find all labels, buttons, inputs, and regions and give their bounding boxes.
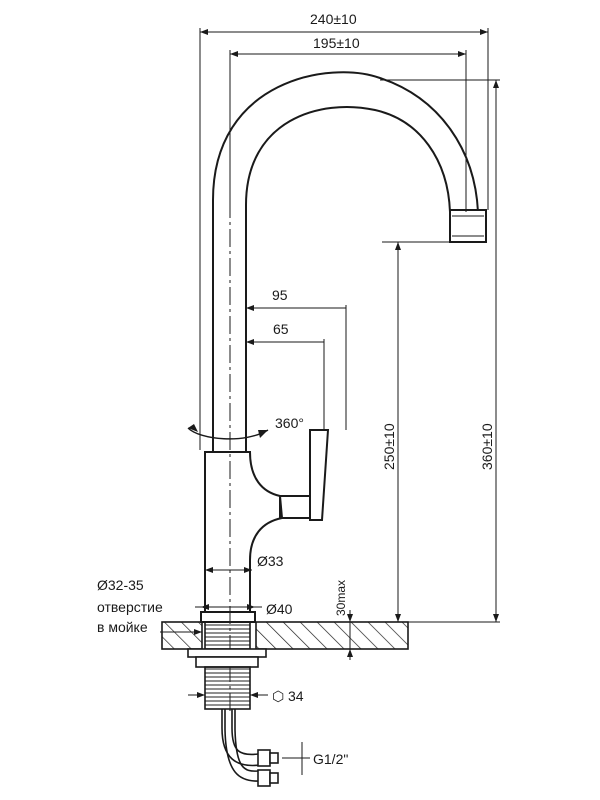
dim-mount-thickness: 30max bbox=[334, 580, 348, 616]
dim-nut-size: 34 bbox=[288, 688, 304, 704]
dim-overall-width: 240±10 bbox=[310, 11, 357, 27]
hose-fitting-lower bbox=[257, 769, 271, 787]
spout-inner-contour bbox=[245, 106, 451, 452]
dimension-lines bbox=[160, 28, 500, 775]
dim-lever-95: 95 bbox=[272, 287, 288, 303]
dim-body-diameter: Ø33 bbox=[257, 553, 284, 569]
faucet-outline bbox=[200, 71, 487, 623]
dimension-arrows bbox=[194, 29, 499, 698]
hole-label-line2: в мойке bbox=[97, 619, 148, 635]
base-ring bbox=[200, 611, 256, 623]
threaded-shank-top bbox=[204, 621, 251, 650]
dim-base-diameter: Ø40 bbox=[266, 601, 293, 617]
dim-spout-reach: 195±10 bbox=[313, 35, 360, 51]
sink-counter bbox=[161, 621, 409, 650]
aerator bbox=[449, 209, 487, 243]
lever-handle bbox=[309, 429, 330, 521]
dim-lever-65: 65 bbox=[273, 321, 289, 337]
dim-rotation: 360° bbox=[275, 415, 304, 431]
hose-fitting-upper bbox=[257, 749, 271, 767]
washer bbox=[187, 648, 267, 658]
hole-label-line1: отверстие bbox=[97, 599, 163, 615]
dim-thread: G1/2" bbox=[313, 751, 348, 767]
hex-nut-icon: ⬡ bbox=[272, 688, 284, 704]
mixer-body bbox=[204, 451, 284, 613]
dim-spout-height: 250±10 bbox=[381, 423, 397, 470]
cartridge-stem bbox=[279, 495, 311, 519]
nut-plate bbox=[195, 656, 259, 668]
flexible-hoses bbox=[221, 709, 279, 787]
dim-total-height: 360±10 bbox=[479, 423, 495, 470]
threaded-shank bbox=[204, 666, 251, 710]
mounting-assembly bbox=[187, 621, 267, 710]
hole-diameter-label: Ø32-35 bbox=[97, 577, 144, 593]
